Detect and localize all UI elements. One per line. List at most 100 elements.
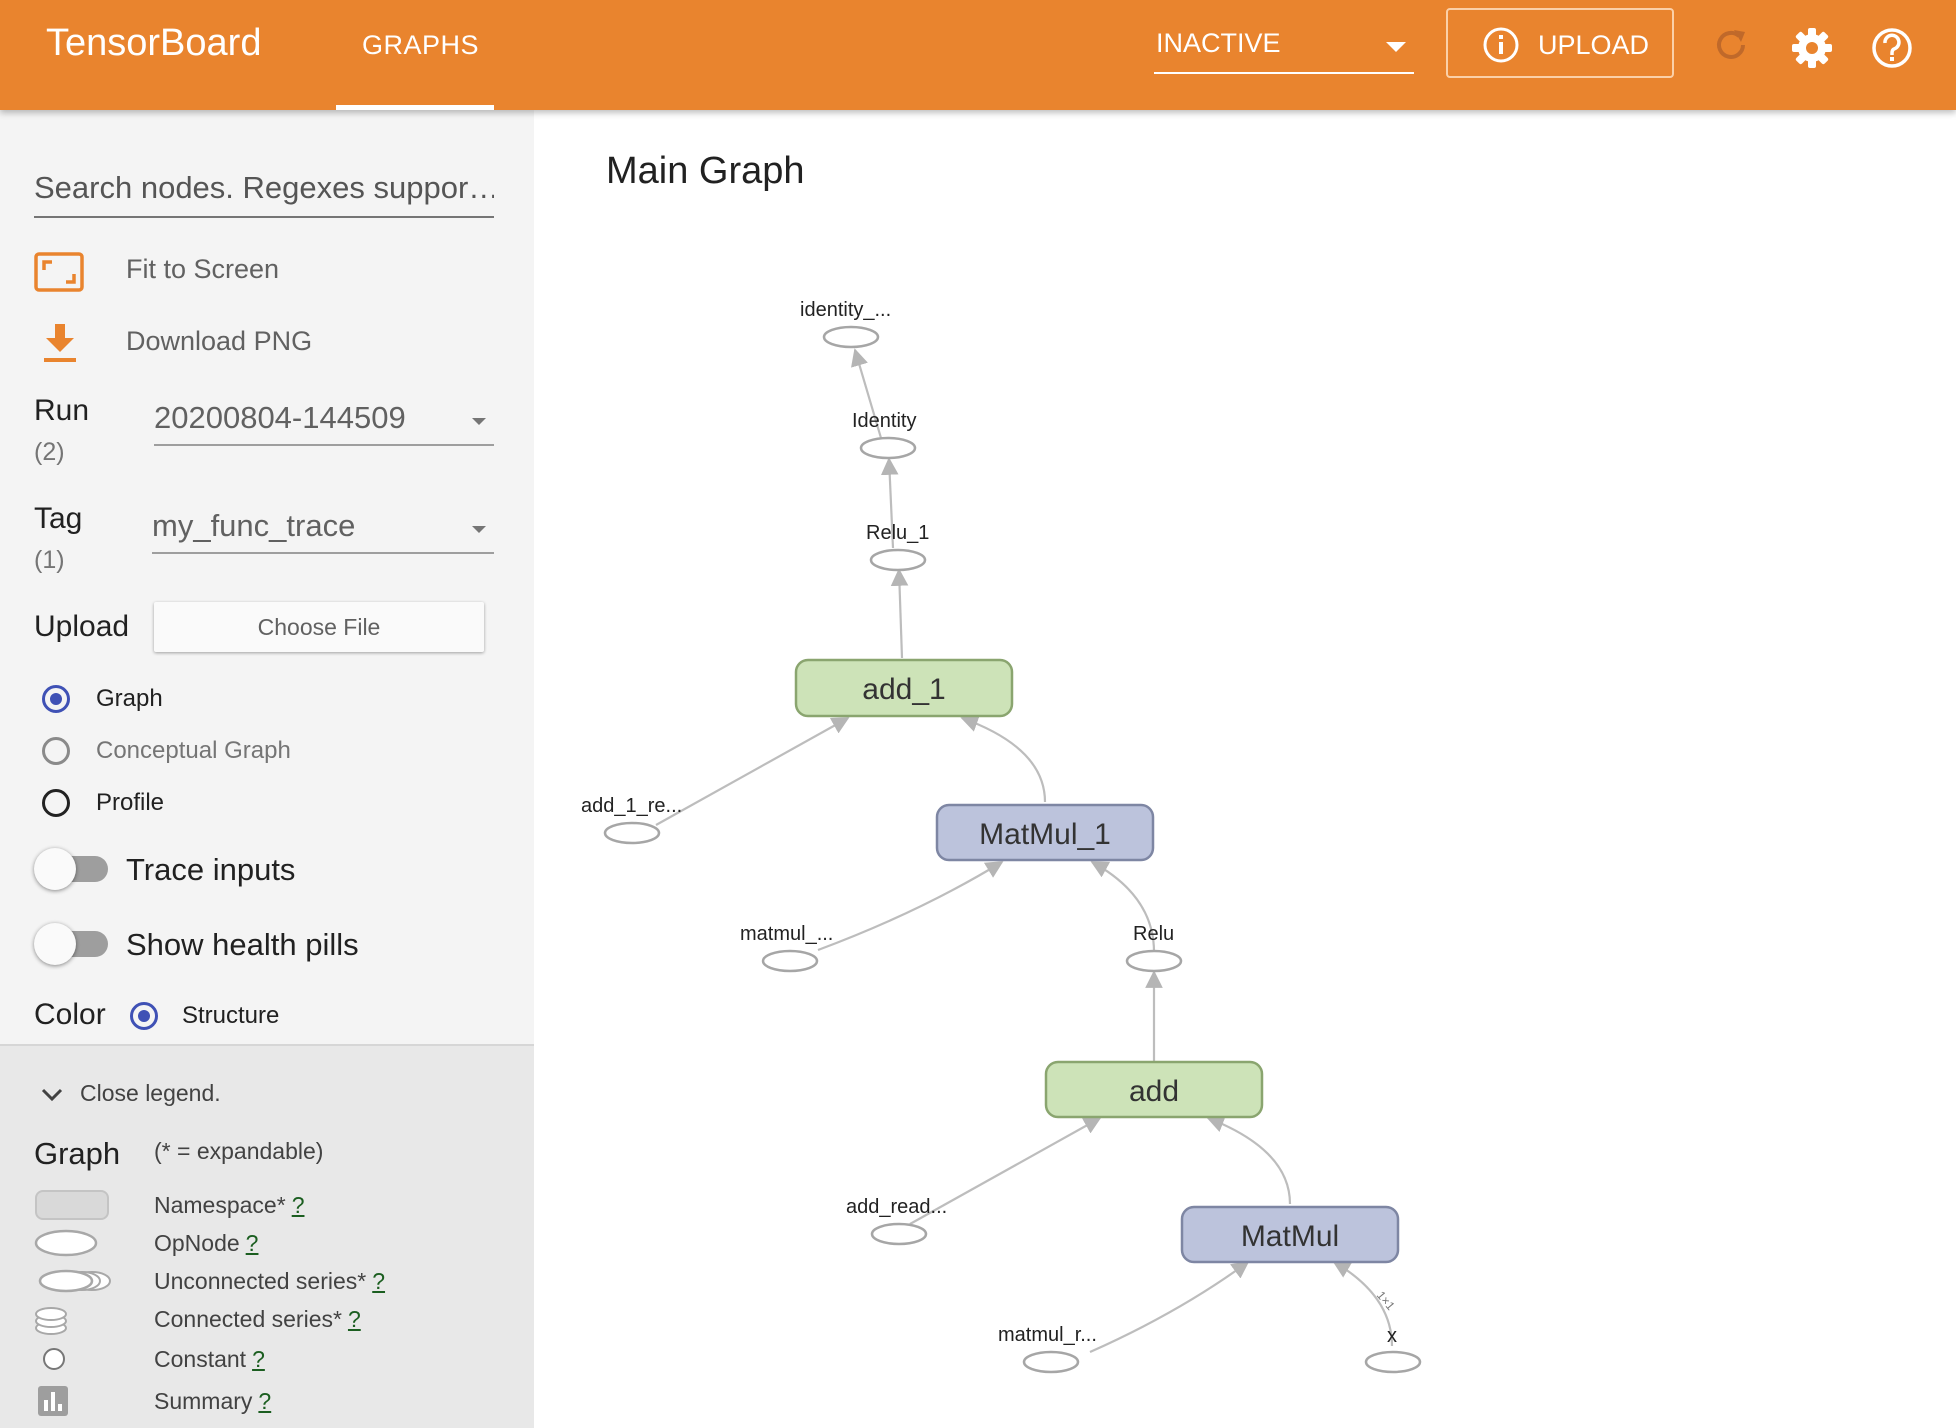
legend-unconnected-help-link[interactable]: ? — [372, 1268, 386, 1294]
upload-label: Upload — [34, 610, 130, 643]
node-add-1-read[interactable]: add_1_re... — [581, 795, 682, 845]
edge-add1read-to-add1 — [655, 717, 850, 826]
trace-inputs-toggle[interactable]: Trace inputs — [34, 846, 494, 890]
edge-matmul-to-add — [1206, 1115, 1292, 1205]
radio-graph-indicator — [42, 685, 70, 713]
choose-file-label: Choose File — [257, 614, 381, 640]
node-relu[interactable]: Relu — [1125, 923, 1183, 973]
edge-x-to-matmul — [1332, 1261, 1394, 1347]
radio-structure-indicator — [130, 1002, 158, 1030]
node-matmul-read-label: matmul_r... — [998, 1324, 1097, 1346]
node-add-label: add — [1129, 1075, 1179, 1108]
run-count: (2) — [34, 438, 65, 466]
legend-panel: Close legend. Graph (* = expandable) Nam… — [0, 1044, 534, 1428]
tab-graphs[interactable]: GRAPHS — [336, 0, 494, 110]
chevron-down-icon — [472, 418, 486, 425]
search-nodes — [34, 170, 494, 218]
tab-active-indicator — [336, 105, 494, 110]
radio-conceptual-label: Conceptual Graph — [96, 737, 291, 764]
legend-constant-label: Constant — [154, 1346, 247, 1372]
node-matmul-read[interactable]: matmul_r... — [998, 1324, 1097, 1374]
edge-addread-to-add — [909, 1117, 1102, 1225]
color-label: Color — [34, 998, 106, 1031]
radio-profile-indicator — [42, 789, 70, 817]
tab-graphs-label: GRAPHS — [362, 30, 480, 60]
edge-matmulread1-to-matmul1 — [817, 861, 1004, 952]
legend-unconnected-series: Unconnected series*? — [34, 1264, 494, 1298]
legend-summary: Summary? — [34, 1384, 494, 1418]
download-png-label: Download PNG — [126, 326, 313, 356]
namespace-icon — [35, 1190, 109, 1220]
legend-unconnected-label: Unconnected series* — [154, 1268, 367, 1294]
edge-identity-to-output — [851, 348, 883, 439]
node-matmul-read-1[interactable]: matmul_... — [740, 923, 833, 973]
top-bar: TensorBoard GRAPHS INACTIVE UPLOAD — [0, 0, 1956, 110]
node-matmul[interactable]: MatMul — [1180, 1205, 1400, 1264]
health-pills-label: Show health pills — [126, 927, 359, 962]
legend-opnode-help-link[interactable]: ? — [245, 1230, 259, 1256]
upload-button-label: UPLOAD — [1538, 30, 1650, 60]
graph-canvas[interactable]: 1×1 identity_... Identity Relu_1 add_1 a… — [534, 110, 1956, 1426]
node-add-1-read-label: add_1_re... — [581, 795, 682, 817]
node-matmul-1[interactable]: MatMul_1 — [935, 803, 1155, 862]
tag-dropdown[interactable]: my_func_trace — [152, 502, 494, 554]
legend-connected-label: Connected series* — [154, 1306, 342, 1332]
edge-matmulread-to-matmul — [1089, 1260, 1250, 1354]
gear-icon[interactable] — [1790, 26, 1834, 70]
unconnected-series-icon — [38, 1269, 111, 1293]
node-relu-1[interactable]: Relu_1 — [866, 522, 929, 572]
edge-matmul1-to-add1 — [960, 715, 1047, 803]
download-png-button[interactable]: Download PNG — [34, 318, 494, 368]
chevron-down-icon — [1386, 42, 1406, 52]
legend-namespace-help-link[interactable]: ? — [291, 1192, 305, 1218]
fit-to-screen-button[interactable]: Fit to Screen — [34, 246, 494, 296]
node-matmul-label: MatMul — [1241, 1220, 1339, 1253]
help-icon[interactable] — [1870, 26, 1914, 70]
node-identity-output-label: identity_... — [800, 299, 891, 321]
trace-inputs-label: Trace inputs — [126, 852, 296, 887]
node-identity[interactable]: Identity — [852, 410, 916, 460]
legend-title: Graph — [34, 1136, 121, 1171]
health-pills-toggle[interactable]: Show health pills — [34, 921, 494, 965]
tag-count: (1) — [34, 546, 65, 574]
opnode-icon — [34, 1229, 98, 1257]
summary-icon — [38, 1386, 68, 1416]
refresh-icon[interactable] — [1712, 26, 1750, 64]
node-add[interactable]: add — [1044, 1060, 1264, 1119]
run-status-select[interactable]: INACTIVE — [1154, 22, 1414, 74]
search-input[interactable] — [34, 170, 494, 206]
info-icon — [1483, 27, 1519, 63]
edge-add1-to-relu1 — [890, 568, 909, 659]
legend-summary-help-link[interactable]: ? — [258, 1388, 272, 1414]
node-add-read[interactable]: add_read... — [846, 1196, 947, 1246]
fit-to-screen-label: Fit to Screen — [126, 254, 280, 284]
download-icon — [44, 324, 76, 362]
node-identity-output[interactable]: identity_... — [800, 299, 891, 349]
legend-constant: Constant? — [34, 1342, 494, 1376]
graph-title: Main Graph — [606, 150, 805, 192]
upload-button[interactable]: UPLOAD — [1446, 8, 1674, 78]
run-label: Run — [34, 394, 90, 427]
node-x[interactable]: x — [1364, 1325, 1422, 1374]
run-dropdown[interactable]: 20200804-144509 — [154, 394, 494, 446]
node-add-1-label: add_1 — [862, 673, 945, 706]
edge-relu-to-matmul1 — [1090, 861, 1156, 953]
radio-structure-label: Structure — [182, 1002, 280, 1029]
tag-dropdown-value: my_func_trace — [152, 508, 356, 543]
close-legend-label: Close legend. — [80, 1080, 221, 1106]
choose-file-button[interactable]: Choose File — [154, 602, 484, 652]
node-relu-1-label: Relu_1 — [866, 522, 929, 544]
legend-opnode-label: OpNode — [154, 1230, 240, 1256]
radio-conceptual-indicator — [42, 737, 70, 765]
connected-series-icon — [35, 1307, 67, 1335]
radio-profile-label: Profile — [96, 789, 165, 816]
edge-shape-label: 1×1 — [1374, 1288, 1398, 1313]
constant-icon — [43, 1348, 65, 1370]
node-identity-label: Identity — [852, 410, 916, 432]
chevron-down-icon — [41, 1088, 63, 1102]
app-brand: TensorBoard — [46, 22, 262, 64]
node-add-1[interactable]: add_1 — [794, 658, 1014, 718]
legend-constant-help-link[interactable]: ? — [252, 1346, 265, 1372]
legend-connected-help-link[interactable]: ? — [347, 1306, 361, 1332]
toggle-knob — [34, 923, 76, 965]
